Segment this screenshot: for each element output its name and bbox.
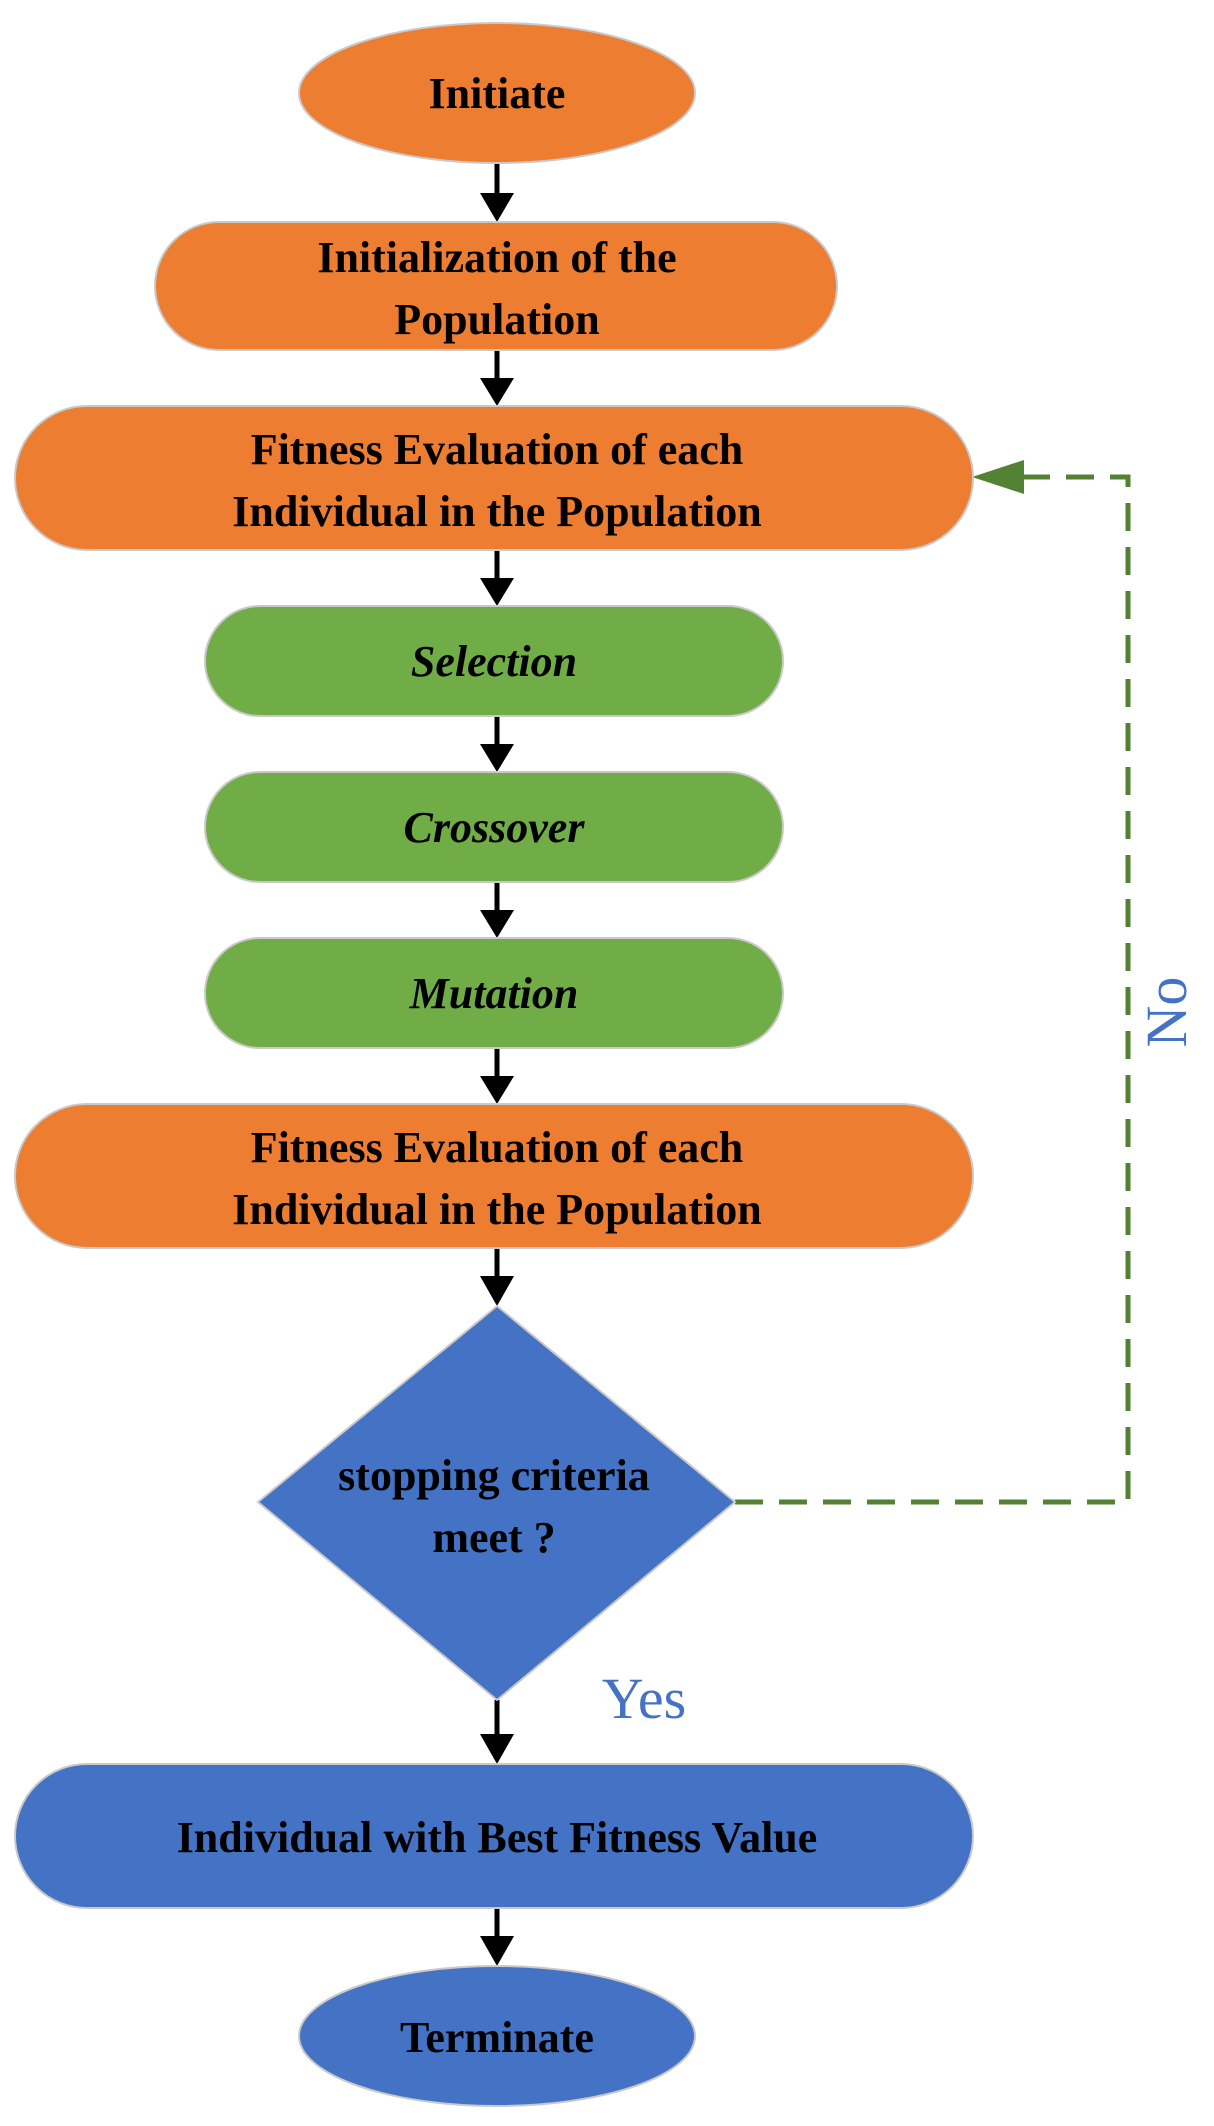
arrowhead-mutation [480, 910, 514, 938]
arrowhead-fitness2 [480, 1076, 514, 1104]
arrowhead-terminate [480, 1936, 514, 1966]
node-fitness-eval-2: Fitness Evaluation of each Individual in… [14, 1103, 974, 1249]
node-best-individual: Individual with Best Fitness Value [14, 1763, 974, 1909]
selection-shape [204, 605, 784, 717]
initiate-label: Initiate [429, 69, 566, 118]
init-population-line2: Population [394, 295, 599, 344]
node-fitness-eval-1: Fitness Evaluation of each Individual in… [14, 405, 974, 551]
selection-label: Selection [411, 637, 577, 686]
node-init-population: Initialization of the Population [154, 221, 838, 351]
no-label: No [1134, 977, 1199, 1048]
decision-line1: stopping criteria [338, 1451, 650, 1500]
mutation-shape [204, 937, 784, 1049]
fitness-eval-1-line2: Individual in the Population [232, 487, 761, 536]
flow-arrows [480, 162, 514, 1966]
arrowhead-decision [480, 1276, 514, 1306]
yes-label: Yes [602, 1666, 686, 1731]
arrowhead-crossover [480, 744, 514, 772]
arrowhead-init [480, 193, 514, 222]
best-individual-shape [14, 1763, 974, 1909]
no-loop-line [735, 474, 1131, 1505]
arrowhead-fitness1 [480, 378, 514, 406]
arrowhead-best [480, 1734, 514, 1764]
terminate-shape [298, 1965, 696, 2107]
init-population-line1: Initialization of the [317, 233, 676, 282]
no-loop-arrowhead [972, 460, 1024, 494]
node-decision: stopping criteria meet ? [256, 1304, 737, 1702]
node-crossover: Crossover [204, 771, 784, 883]
fitness-eval-2-line2: Individual in the Population [232, 1185, 761, 1234]
mutation-label: Mutation [409, 969, 579, 1018]
no-loop-connector [735, 460, 1131, 1505]
best-individual-label: Individual with Best Fitness Value [177, 1813, 818, 1862]
node-mutation: Mutation [204, 937, 784, 1049]
terminate-label: Terminate [400, 2013, 594, 2062]
crossover-label: Crossover [404, 803, 586, 852]
node-terminate: Terminate [298, 1965, 696, 2107]
arrowhead-selection [480, 578, 514, 606]
initiate-shape [298, 22, 696, 164]
node-selection: Selection [204, 605, 784, 717]
crossover-shape [204, 771, 784, 883]
init-population-shape [154, 221, 838, 351]
node-initiate: Initiate [298, 22, 696, 164]
fitness-eval-1-line1: Fitness Evaluation of each [251, 425, 744, 474]
fitness-eval-2-shape [14, 1103, 974, 1249]
fitness-eval-1-shape [14, 405, 974, 551]
decision-shape [256, 1304, 737, 1702]
decision-line2: meet ? [432, 1513, 555, 1562]
fitness-eval-2-line1: Fitness Evaluation of each [251, 1123, 744, 1172]
